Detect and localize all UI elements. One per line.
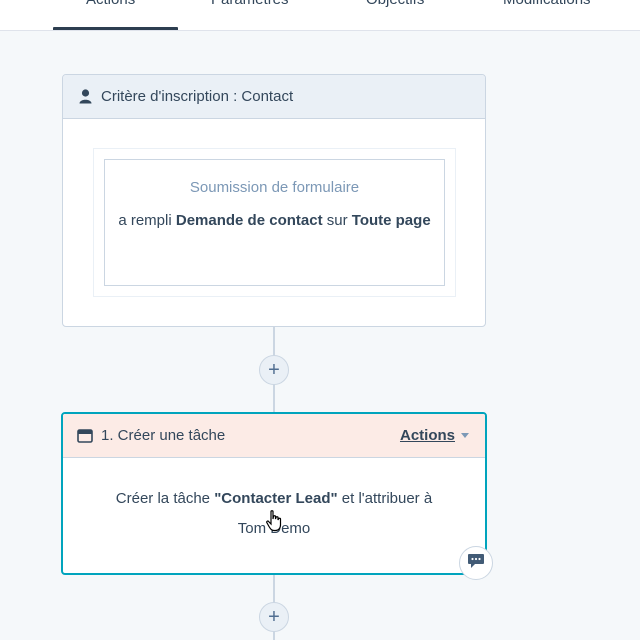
action-description: Créer la tâche "Contacter Lead" et l'att… <box>63 458 485 544</box>
tab-bar: Actions Paramètres Objectifs Modificatio… <box>0 0 640 31</box>
filter-inner-box[interactable]: Soumission de formulaire a rempli Demand… <box>104 159 445 286</box>
actions-menu-label: Actions <box>399 427 455 444</box>
hand-cursor-icon <box>266 510 284 537</box>
tab-parametres[interactable]: Paramètres <box>211 0 289 8</box>
trigger-title: Critère d'inscription : Contact <box>101 88 294 105</box>
filter-prefix: a rempli <box>118 212 176 229</box>
action-title: 1. Créer une tâche <box>101 427 226 444</box>
tab-objectifs[interactable]: Objectifs <box>366 0 424 8</box>
action-body-prefix: Créer la tâche <box>115 490 215 507</box>
filter-form-name: Demande de contact <box>175 212 323 229</box>
active-tab-indicator <box>53 27 178 30</box>
action-body-mid: et l'attribuer à <box>337 490 433 507</box>
tab-actions[interactable]: Actions <box>86 0 135 8</box>
filter-outer-box: Soumission de formulaire a rempli Demand… <box>93 148 456 297</box>
action-card-header: 1. Créer une tâche Actions <box>63 414 485 458</box>
chevron-down-icon <box>461 433 469 438</box>
filter-type-label: Soumission de formulaire <box>189 179 360 196</box>
add-action-button[interactable]: + <box>259 355 289 385</box>
person-icon <box>77 89 93 105</box>
create-task-action-card[interactable]: 1. Créer une tâche Actions Créer la tâch… <box>61 412 487 575</box>
task-icon <box>77 428 93 444</box>
tab-modifications[interactable]: Modifications <box>503 0 591 8</box>
add-action-button-bottom[interactable]: + <box>259 602 289 632</box>
trigger-card-header: Critère d'inscription : Contact <box>63 75 485 119</box>
filter-page-name: Toute page <box>351 212 431 229</box>
filter-mid: sur <box>322 212 352 229</box>
comment-icon <box>467 553 485 574</box>
enrollment-trigger-card[interactable]: Critère d'inscription : Contact Soumissi… <box>62 74 486 327</box>
filter-description: a rempli Demande de contact sur Toute pa… <box>105 206 444 235</box>
actions-menu-button[interactable]: Actions <box>400 427 469 444</box>
task-name: "Contacter Lead" <box>214 490 338 507</box>
comment-button[interactable] <box>459 546 493 580</box>
